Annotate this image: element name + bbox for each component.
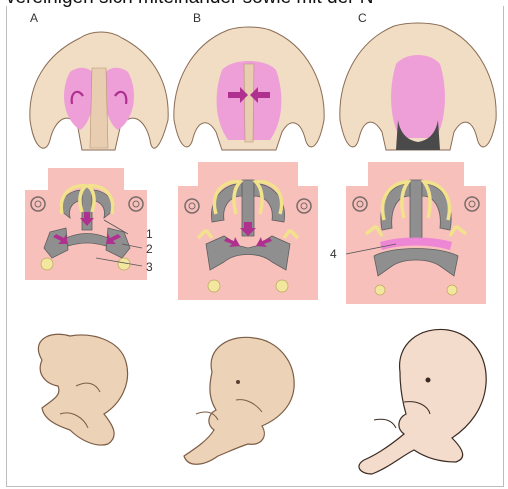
palate-view-a bbox=[30, 32, 168, 150]
panel-label-c: C bbox=[358, 11, 367, 25]
callout-label-4: 4 bbox=[330, 247, 337, 261]
palate-view-b bbox=[174, 27, 324, 150]
callout-label-2: 2 bbox=[146, 242, 153, 256]
embryo-a bbox=[38, 334, 127, 445]
cross-section-b bbox=[178, 162, 318, 300]
palate-view-c bbox=[340, 23, 496, 150]
panel-label-a: A bbox=[30, 11, 38, 25]
cross-section-a bbox=[25, 168, 147, 280]
cross-section-c bbox=[346, 162, 486, 304]
callout-label-3: 3 bbox=[146, 260, 153, 274]
callout-label-1: 1 bbox=[146, 227, 153, 241]
embryo-c bbox=[359, 329, 486, 474]
panel-label-b: B bbox=[193, 11, 201, 25]
embryo-b bbox=[184, 337, 294, 464]
